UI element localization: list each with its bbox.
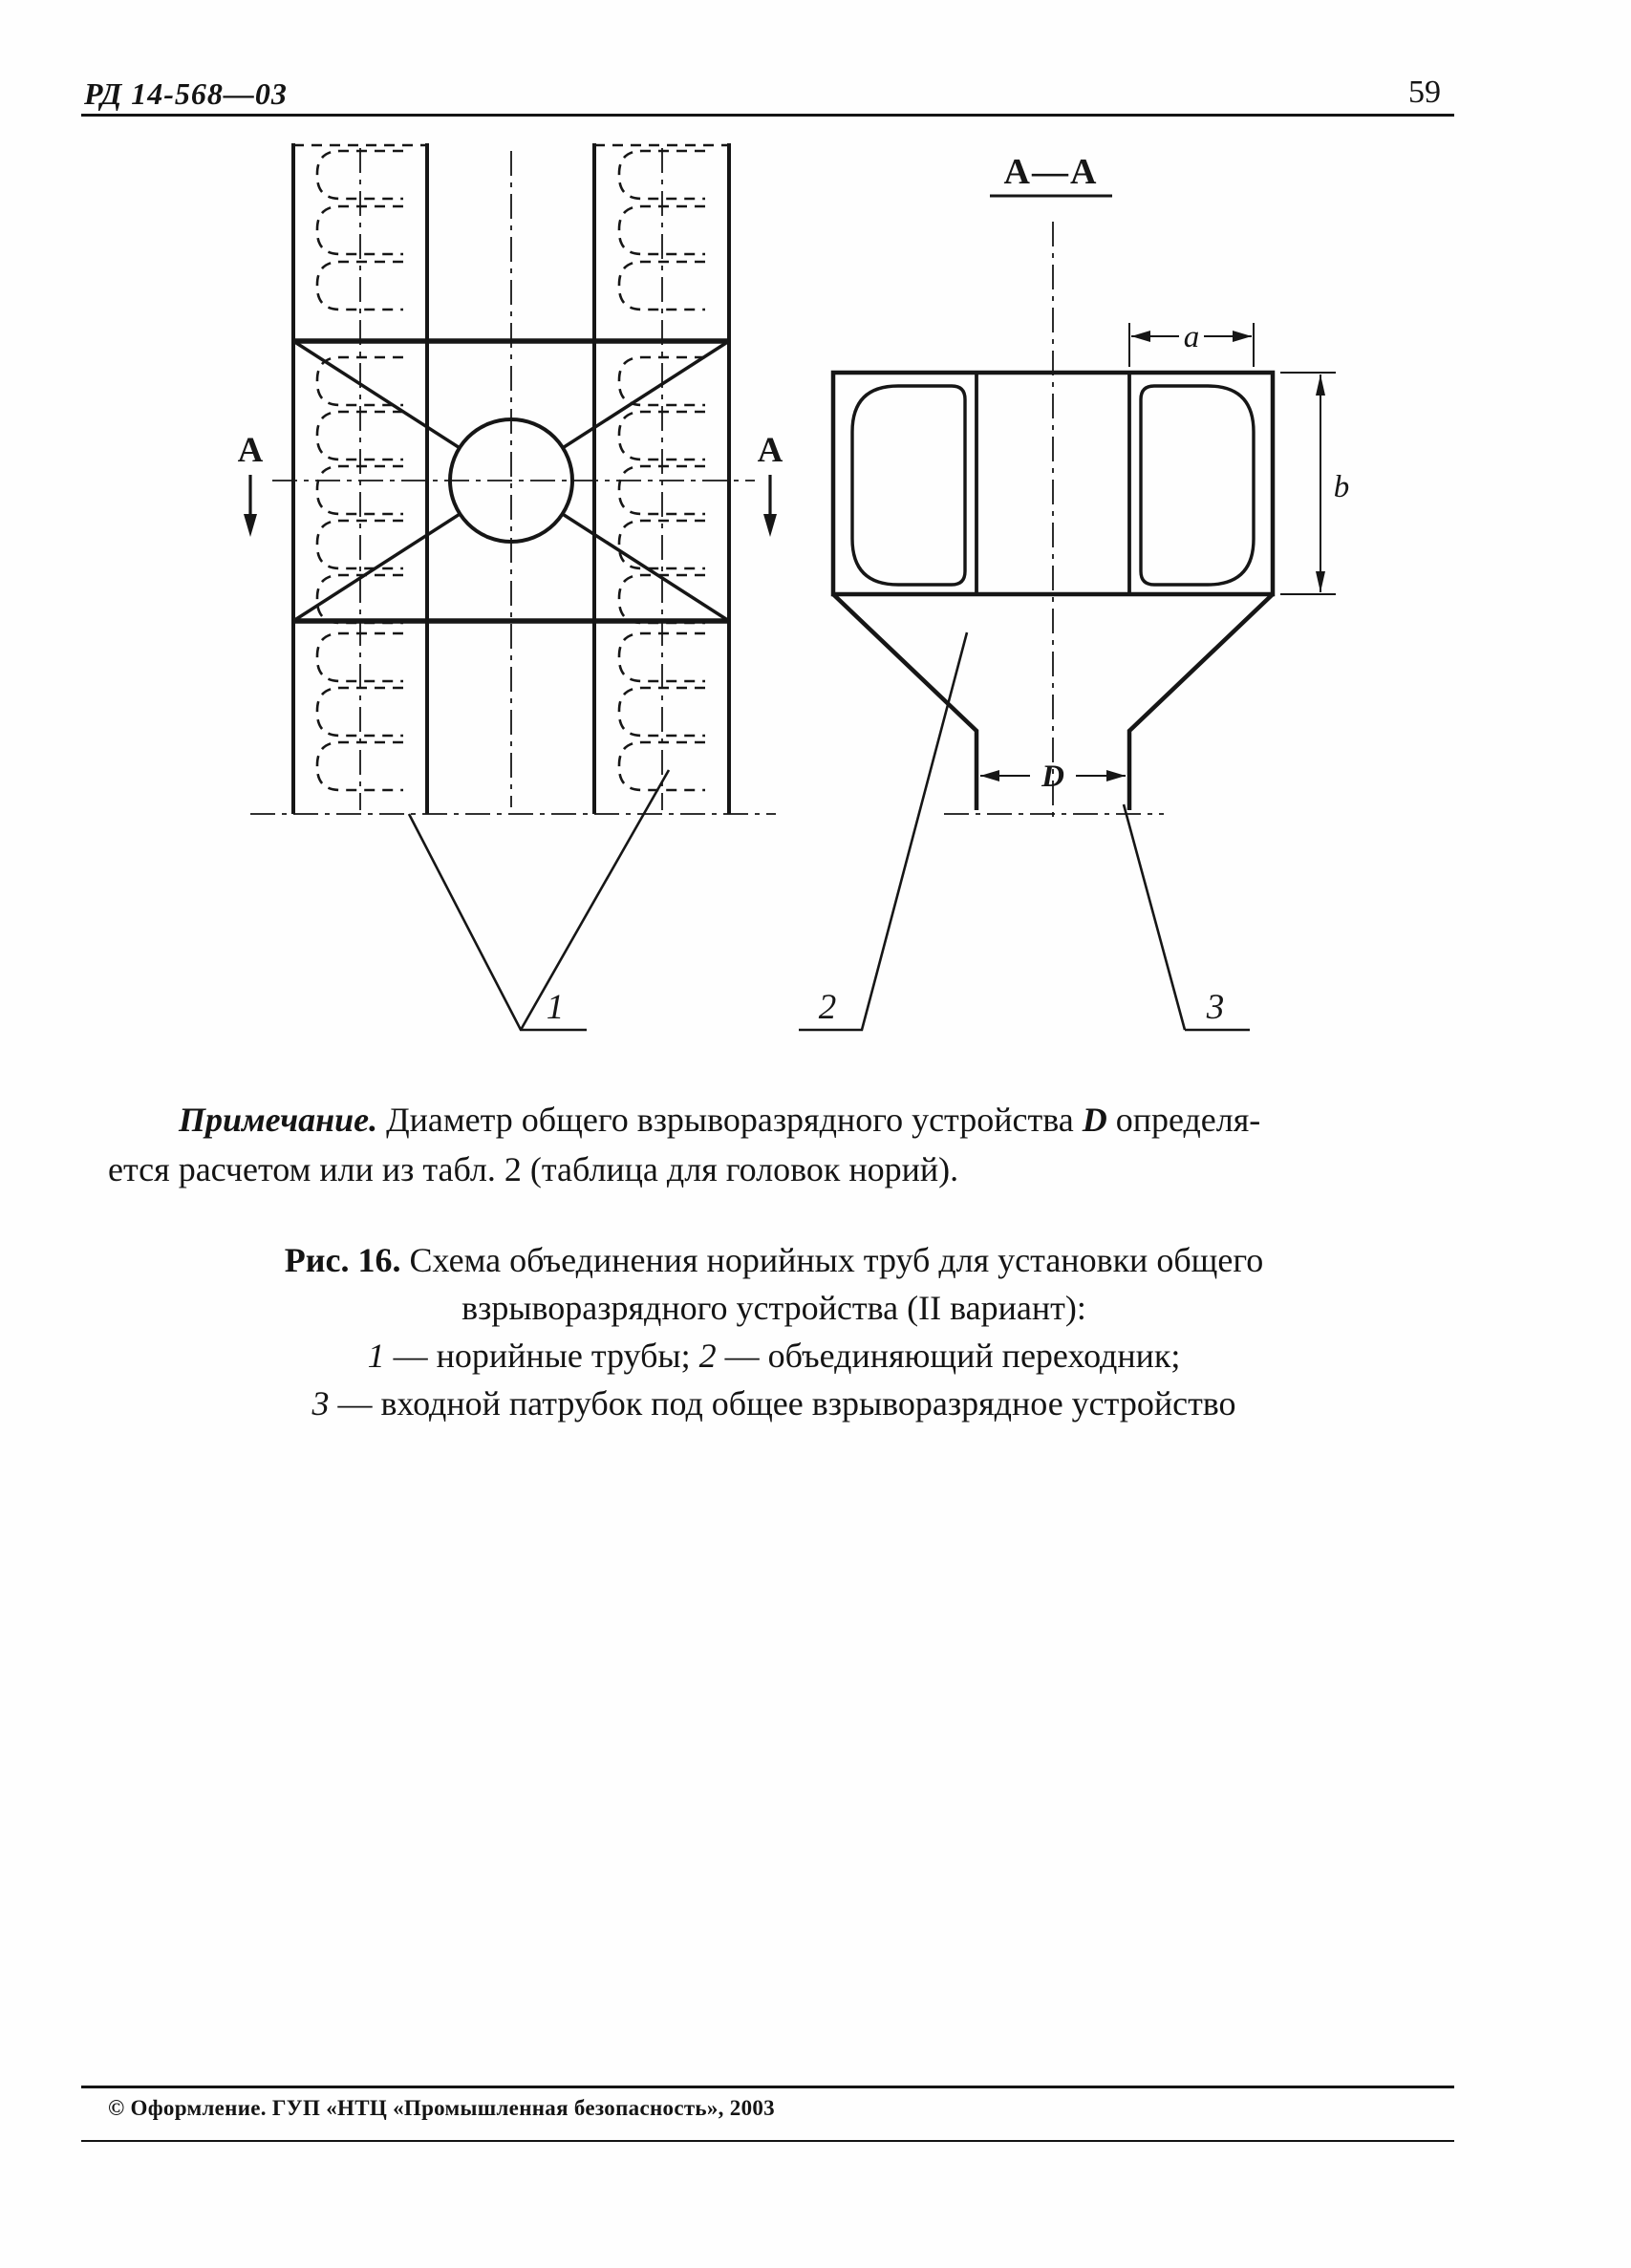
centerlines bbox=[250, 148, 776, 815]
header-rule bbox=[81, 114, 1454, 117]
plan-view: А А bbox=[238, 143, 783, 815]
dim-a-label: a bbox=[1184, 320, 1200, 354]
section-arrow-right-head bbox=[763, 514, 777, 537]
callout-3-label: 3 bbox=[1206, 988, 1225, 1027]
legend-3-text: — входной патрубок под общее взрыворазря… bbox=[329, 1384, 1236, 1423]
section-view: А—А a bbox=[830, 152, 1350, 824]
legend-2-text: — объединяющий переходник; bbox=[716, 1337, 1181, 1375]
note-text-2: определя- bbox=[1106, 1101, 1261, 1139]
footer-rule-bottom bbox=[81, 2140, 1454, 2142]
callouts: 1 2 3 bbox=[407, 631, 1250, 1032]
caption-line-4: 3 — входной патрубок под общее взрывораз… bbox=[96, 1380, 1452, 1427]
callout-1-label: 1 bbox=[547, 988, 565, 1027]
dim-a: a bbox=[1128, 320, 1255, 367]
section-mark-left-label: А bbox=[238, 431, 264, 470]
figure-note: Примечание. Диаметр общего взрыворазрядн… bbox=[108, 1095, 1493, 1194]
pipe-walls bbox=[291, 143, 731, 814]
dim-d: D bbox=[980, 760, 1126, 794]
pipe-bore-right bbox=[1139, 384, 1255, 587]
dim-b-label: b bbox=[1334, 470, 1350, 504]
document-number: РД 14-568—03 bbox=[84, 76, 288, 111]
legend-2-num: 2 bbox=[698, 1337, 717, 1375]
section-view-title: А—А bbox=[1004, 152, 1099, 192]
footer-copyright: © Оформление. ГУП «НТЦ «Промышленная без… bbox=[108, 2096, 775, 2120]
adapter-funnel bbox=[831, 592, 1275, 810]
section-arrow-left-head bbox=[244, 514, 257, 537]
caption-line-1: Рис. 16. Схема объединения норийных труб… bbox=[96, 1236, 1452, 1284]
section-marks: А А bbox=[238, 431, 783, 537]
caption-line-2: взрыворазрядного устройства (II вариант)… bbox=[461, 1289, 1086, 1327]
footer-rule-top bbox=[81, 2086, 1454, 2088]
callout-1-leader bbox=[407, 769, 671, 1032]
note-text-1: Диаметр общего взрыворазрядного устройст… bbox=[377, 1101, 1083, 1139]
callout-2-leader bbox=[799, 631, 969, 1032]
head-housing bbox=[830, 370, 1276, 597]
note-label: Примечание. bbox=[179, 1101, 378, 1139]
figure-number-label: Рис. 16. bbox=[284, 1241, 401, 1279]
legend-1-num: 1 bbox=[367, 1337, 385, 1375]
bucket-outlines bbox=[293, 143, 729, 792]
caption-line-3: 1 — норийные трубы; 2 — объединяющий пер… bbox=[96, 1332, 1452, 1380]
legend-3-num: 3 bbox=[311, 1384, 330, 1423]
note-line-2: ется расчетом или из табл. 2 (таблица дл… bbox=[108, 1150, 959, 1188]
page-number: 59 bbox=[1408, 75, 1441, 110]
callout-2-label: 2 bbox=[819, 988, 837, 1027]
section-mark-right-label: А bbox=[758, 431, 783, 470]
dim-d-label: D bbox=[1041, 760, 1064, 794]
callout-3-leader bbox=[1122, 803, 1250, 1032]
figure-caption: Рис. 16. Схема объединения норийных труб… bbox=[96, 1236, 1452, 1427]
dim-b: b bbox=[1280, 372, 1350, 595]
caption-title-text: Схема объединения норийных труб для уста… bbox=[400, 1241, 1264, 1279]
note-d-symbol: D bbox=[1082, 1101, 1107, 1139]
note-line-1: Примечание. Диаметр общего взрыворазрядн… bbox=[108, 1095, 1493, 1145]
legend-1-text: — норийные трубы; bbox=[384, 1337, 699, 1375]
pipe-bore-left bbox=[850, 384, 967, 587]
